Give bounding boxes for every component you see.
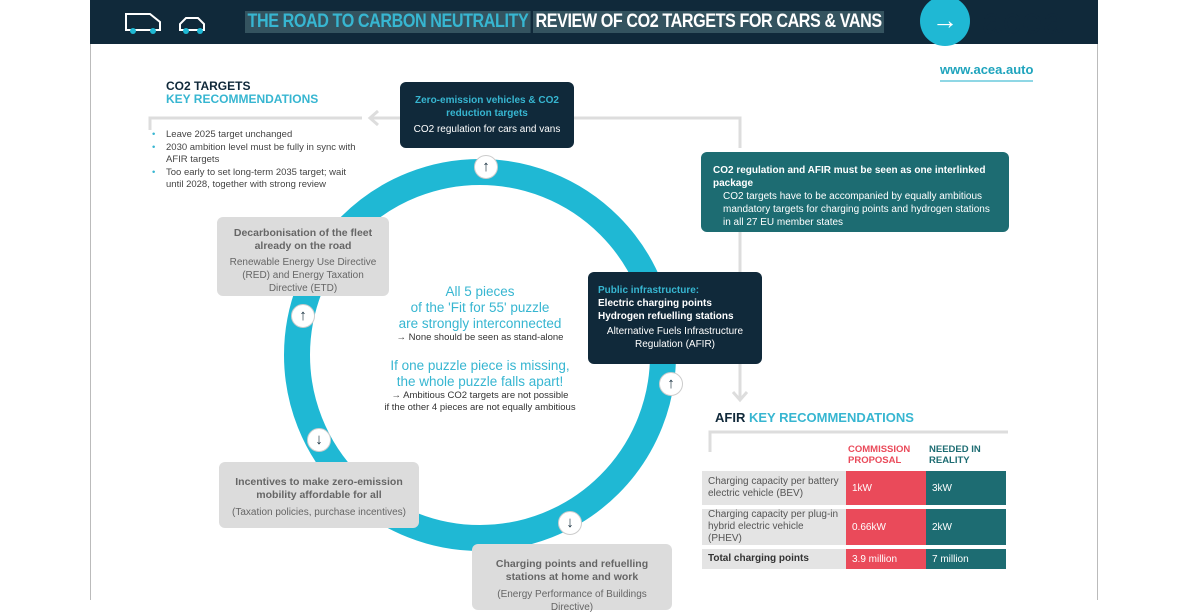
afir-table: Charging capacity per battery electric v… [702, 467, 1006, 573]
arrow-down-icon: ↓ [307, 428, 331, 452]
arrow-up-icon: ↑ [474, 155, 498, 179]
node-fleet: Decarbonisation of the fleet already on … [217, 217, 389, 296]
table-row: Charging capacity per plug-in hybrid ele… [702, 509, 1006, 545]
node-home-charging: Charging points and refuelling stations … [472, 544, 672, 613]
arrow-right-icon: → [920, 0, 970, 46]
table-row: Charging capacity per battery electric v… [702, 471, 1006, 505]
page-frame [90, 0, 1098, 600]
arrow-up-icon: ↑ [659, 372, 683, 396]
col-header-proposal: COMMISSION PROPOSAL [848, 444, 911, 466]
afir-heading: AFIR KEY RECOMMENDATIONS [715, 410, 914, 425]
arrow-up-icon: ↑ [291, 304, 315, 328]
arrow-down-icon [731, 391, 749, 403]
title-left: THE ROAD TO CARBON NEUTRALITY [245, 11, 531, 33]
title-right: REVIEW OF CO2 TARGETS FOR CARS & VANS [533, 11, 885, 33]
center-message: All 5 pieces of the 'Fit for 55' puzzle … [384, 284, 576, 413]
arrow-left-icon [367, 109, 379, 127]
website-link[interactable]: www.acea.auto [940, 62, 1034, 82]
interlinked-package-box: CO2 regulation and AFIR must be seen as … [701, 152, 1009, 232]
node-zev: Zero-emission vehicles & CO2 reduction t… [400, 82, 574, 148]
node-public-infrastructure: Public infrastructure: Electric charging… [588, 272, 762, 364]
van-car-icon [125, 13, 205, 34]
arrow-down-icon: ↓ [558, 511, 582, 535]
list-item: 2030 ambition level must be fully in syn… [152, 142, 362, 166]
col-header-needed: NEEDED IN REALITY [929, 444, 981, 466]
co2-recs-list: Leave 2025 target unchanged 2030 ambitio… [152, 129, 362, 192]
node-incentives: Incentives to make zero-emission mobilit… [219, 462, 419, 528]
acea-logo: acea [982, 0, 1065, 41]
list-item: Leave 2025 target unchanged [152, 129, 362, 141]
list-item: Too early to set long-term 2035 target; … [152, 167, 362, 191]
